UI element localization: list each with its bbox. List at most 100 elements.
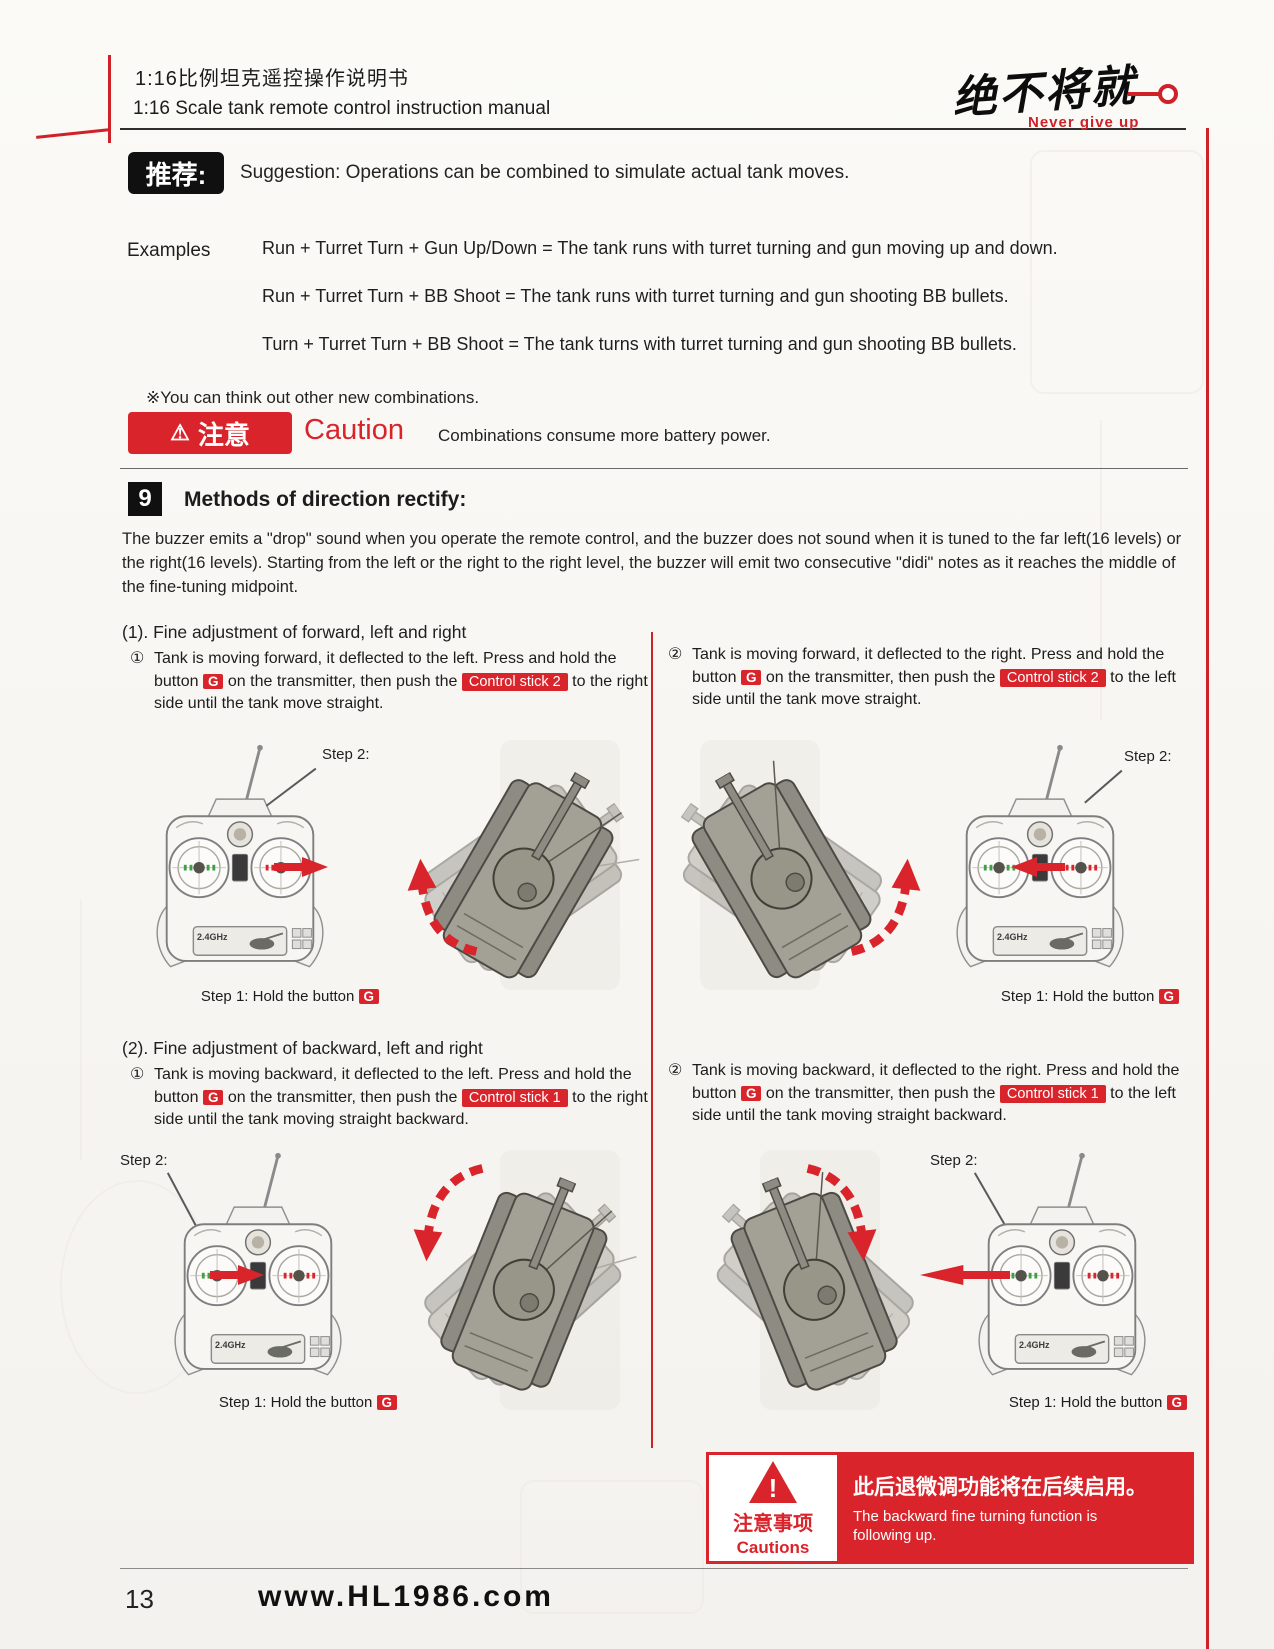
item-text: on the transmitter, then push the: [765, 1084, 996, 1102]
header-corner-mark: [36, 128, 110, 139]
rotation-arrow-icon: [842, 854, 922, 958]
g-button-chip: G: [376, 1395, 398, 1410]
circuit-decoration: [1100, 420, 1102, 720]
rotation-arrow-icon: [412, 1162, 492, 1266]
cautions-title-cn: 注意事项: [733, 1512, 813, 1535]
cautions-title-en: Cautions: [736, 1537, 810, 1557]
warning-triangle-icon: ⚠: [170, 420, 190, 445]
example-line: Run + Turret Turn + BB Shoot = The tank …: [262, 286, 1009, 306]
step1-label: Step 1: Hold the button G: [150, 988, 430, 1005]
bottom-caution-icon-panel: ! 注意事项 Cautions: [709, 1455, 837, 1561]
rotation-arrow-icon: [798, 1162, 878, 1266]
g-button-chip: G: [740, 1085, 762, 1101]
example-line: Run + Turret Turn + Gun Up/Down = The ta…: [262, 238, 1058, 258]
circuit-decoration: [80, 900, 82, 1160]
control-stick-arrow-icon: [1011, 857, 1065, 877]
item-text: to the right side until the tank move st…: [154, 672, 648, 713]
rotation-arrow-icon: [406, 854, 486, 958]
example-line: Turn + Turret Turn + BB Shoot = The tank…: [262, 334, 1017, 354]
step2-label: Step 2:: [322, 746, 370, 763]
control-stick-chip: Control stick 1: [461, 1088, 568, 1107]
page-edge-rule: [1206, 128, 1209, 1649]
examples-label: Examples: [127, 240, 211, 261]
item-number: ②: [668, 646, 683, 663]
item-text: on the transmitter, then push the: [227, 1088, 458, 1106]
control-stick-chip: Control stick 2: [461, 672, 568, 691]
transmitter-diagram: 2.4GHz: [920, 1150, 1162, 1388]
examples-note: ※You can think out other new combination…: [146, 388, 480, 407]
transmitter-frequency-label: 2.4GHz: [197, 932, 228, 942]
item-text: Tank is moving backward, it deflected to…: [692, 1062, 1180, 1102]
manual-title-cn: 1:16比例坦克遥控操作说明书: [135, 68, 409, 90]
control-stick-arrow-icon: [920, 1265, 1010, 1285]
g-button-chip: G: [202, 1089, 224, 1105]
item-number: ②: [668, 1062, 683, 1079]
manual-title-en: 1:16 Scale tank remote control instructi…: [133, 98, 551, 119]
transmitter-diagram: 2.4GHz: [158, 1150, 358, 1388]
caution-text: Combinations consume more battery power.: [438, 426, 771, 445]
item-number: ①: [130, 650, 145, 667]
item-text: Tank is moving backward, it deflected to…: [154, 1066, 632, 1106]
website-url: www.HL1986.com: [258, 1580, 554, 1613]
item-text: Tank is moving forward, it deflected to …: [692, 646, 1165, 686]
bottom-caution-text-panel: 此后退微调功能将在后续启用。 The backward fine turning…: [837, 1455, 1191, 1561]
item-text: to the left side until the tank moving s…: [692, 1084, 1176, 1125]
transmitter-frequency-label: 2.4GHz: [215, 1340, 246, 1350]
step1-label: Step 1: Hold the button G: [958, 1394, 1238, 1411]
brand-logo-circle-icon: [1158, 84, 1178, 104]
step1-text: Step 1: Hold the button: [1000, 988, 1155, 1005]
transmitter-diagram: 2.4GHz: [140, 742, 340, 980]
bottom-caution-box: ! 注意事项 Cautions 此后退微调功能将在后续启用。 The backw…: [706, 1452, 1194, 1564]
section-body: The buzzer emits a "drop" sound when you…: [122, 530, 1182, 596]
transmitter-frequency-label: 2.4GHz: [1019, 1340, 1050, 1350]
g-button-chip: G: [1158, 989, 1180, 1004]
item-text: to the right side until the tank moving …: [154, 1088, 648, 1129]
header-rule: [120, 128, 1186, 130]
footer-rule: [120, 1568, 1188, 1569]
control-stick-arrow-icon: [210, 1265, 264, 1285]
g-button-chip: G: [202, 673, 224, 689]
item-number: ①: [130, 1066, 145, 1083]
part2-heading: (2). Fine adjustment of backward, left a…: [122, 1038, 483, 1058]
instruction-item: ② Tank is moving backward, it deflected …: [668, 1060, 1207, 1128]
suggestion-badge: 推荐:: [128, 152, 224, 194]
caution-text-en: The backward fine turning function is fo…: [853, 1507, 1098, 1545]
section-title: Methods of direction rectify:: [184, 488, 467, 511]
step2-label: Step 2:: [930, 1152, 978, 1169]
step1-label: Step 1: Hold the button G: [168, 1394, 448, 1411]
item-text: on the transmitter, then push the: [765, 668, 996, 686]
item-text: on the transmitter, then push the: [227, 672, 458, 690]
instruction-item: ① Tank is moving backward, it deflected …: [130, 1064, 669, 1132]
warning-triangle-icon: !: [749, 1460, 797, 1503]
column-divider: [651, 632, 653, 1448]
g-button-chip: G: [740, 669, 762, 685]
suggestion-text: Suggestion: Operations can be combined t…: [240, 162, 850, 183]
section-number: 9: [128, 482, 162, 516]
part1-heading: (1). Fine adjustment of forward, left an…: [122, 622, 467, 642]
item-text: Tank is moving forward, it deflected to …: [154, 650, 617, 690]
page-number: 13: [125, 1584, 154, 1614]
control-stick-chip: Control stick 2: [999, 668, 1106, 687]
caution-badge-text: 注意: [197, 419, 250, 450]
brand-logo-stroke: [1128, 92, 1160, 96]
g-button-chip: G: [1166, 1395, 1188, 1410]
step1-text: Step 1: Hold the button: [1008, 1394, 1163, 1411]
control-stick-arrow-icon: [274, 857, 328, 877]
header-corner-mark: [108, 55, 111, 143]
caution-badge: ⚠ 注意: [128, 412, 292, 454]
control-stick-chip: Control stick 1: [999, 1084, 1106, 1103]
item-text: to the left side until the tank move str…: [692, 668, 1176, 709]
caution-label: Caution: [304, 414, 404, 446]
warning-exclamation: !: [769, 1473, 778, 1503]
step1-text: Step 1: Hold the button: [200, 988, 355, 1005]
brand-tagline: Never give up: [1028, 114, 1140, 131]
circuit-decoration: [1030, 150, 1204, 394]
g-button-chip: G: [358, 989, 380, 1004]
caution-text-cn: 此后退微调功能将在后续启用。: [853, 1475, 1147, 1499]
instruction-item: ① Tank is moving forward, it deflected t…: [130, 648, 659, 716]
step1-text: Step 1: Hold the button: [218, 1394, 373, 1411]
circuit-decoration: [520, 1480, 704, 1614]
step2-label: Step 2:: [120, 1152, 168, 1169]
step1-label: Step 1: Hold the button G: [950, 988, 1230, 1005]
